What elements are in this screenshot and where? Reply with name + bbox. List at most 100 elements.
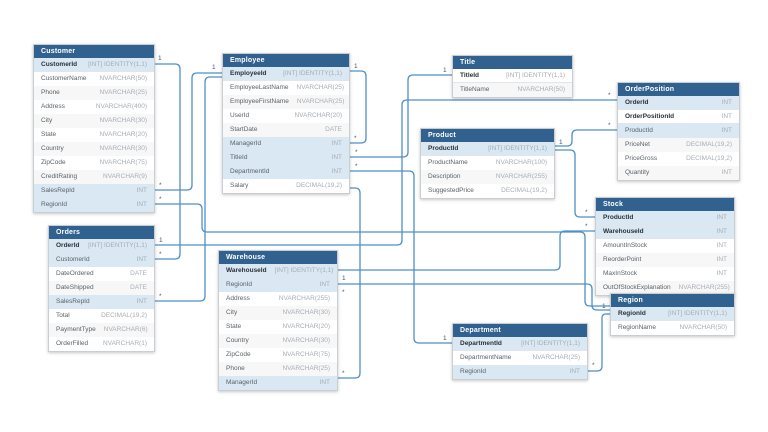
column-type: INT xyxy=(319,281,330,288)
table-header-region[interactable]: Region xyxy=(611,294,734,307)
relation-orderposition-orderid-to-orders[interactable] xyxy=(155,99,617,246)
relation-employee-managerid-self[interactable] xyxy=(350,70,367,144)
table-row[interactable]: EmployeeId[INT] IDENTITY(1,1) xyxy=(223,67,349,81)
relation-customer-regionid-to-region[interactable] xyxy=(155,203,610,307)
column-name: WarehouseId xyxy=(226,267,267,274)
table-row[interactable]: RegionId[INT] IDENTITY(1,1) xyxy=(611,307,734,321)
table-row[interactable]: TitleId[INT] IDENTITY(1,1) xyxy=(453,69,572,83)
relation-stock-warehouseid-to-warehouse[interactable] xyxy=(338,230,595,271)
relation-orders-salesrepid-to-employee[interactable] xyxy=(155,76,222,302)
table-header-orderposition[interactable]: OrderPosition xyxy=(618,83,739,96)
column-type: DECIMAL(19,2) xyxy=(686,155,732,162)
table-header-title[interactable]: Title xyxy=(453,56,572,69)
column-name: DepartmentId xyxy=(460,340,502,347)
table-header-department[interactable]: Department xyxy=(453,324,587,337)
relation-department-regionid-to-region[interactable] xyxy=(588,313,610,372)
table-row[interactable]: ProductId[INT] IDENTITY(1,1) xyxy=(421,142,554,156)
column-name: WarehouseId xyxy=(603,228,644,235)
column-name: TitleId xyxy=(230,154,248,161)
table-header-product[interactable]: Product xyxy=(421,129,554,142)
table-header-stock[interactable]: Stock xyxy=(596,198,734,211)
relation-customer-salesrepid-to-employee[interactable] xyxy=(155,72,222,191)
relation-warehouse-managerid-to-employee[interactable] xyxy=(338,187,361,379)
relation-warehouse-regionid-to-region[interactable] xyxy=(338,283,610,311)
table-row[interactable]: DepartmentId[INT] IDENTITY(1,1) xyxy=(453,337,587,351)
relation-employee-departmentid-to-department[interactable] xyxy=(350,170,452,344)
relation-employee-titleid-to-title[interactable] xyxy=(350,74,452,158)
table-header-warehouse[interactable]: Warehouse xyxy=(219,251,337,264)
table-header-orders[interactable]: Orders xyxy=(49,226,154,239)
table-row[interactable]: WarehouseId[INT] IDENTITY(1,1) xyxy=(219,264,337,278)
table-row[interactable]: CustomerId[INT] IDENTITY(1,1) xyxy=(34,58,154,72)
table-header-customer[interactable]: Customer xyxy=(34,45,154,58)
relation-orderposition-productid-to-product[interactable] xyxy=(555,129,617,147)
relation-orders-customerid-to-customer[interactable] xyxy=(155,63,181,260)
table-row[interactable]: OrderId[INT] IDENTITY(1,1) xyxy=(49,239,154,253)
table-header-employee[interactable]: Employee xyxy=(223,54,349,67)
relation-stock-productid-to-product[interactable] xyxy=(555,149,595,218)
